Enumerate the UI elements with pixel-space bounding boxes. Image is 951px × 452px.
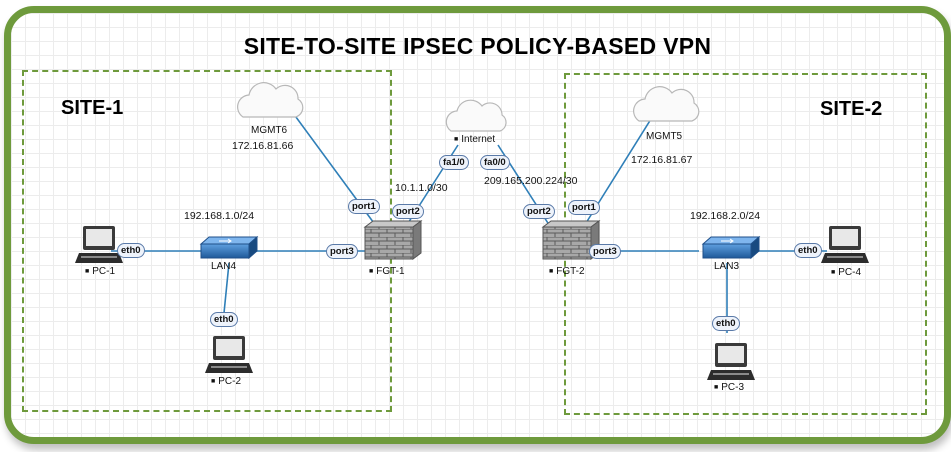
background-grid	[11, 13, 944, 437]
mgmt5-label: MGMT5	[646, 131, 683, 142]
mgmt6-ip: 172.16.81.66	[232, 140, 294, 152]
right-wan-subnet: 209.165.200.224/30	[484, 175, 578, 187]
pc4-eth0-port: eth0	[794, 243, 822, 258]
links	[111, 112, 827, 333]
fgt1-port2: port2	[392, 204, 424, 219]
cloud-icon	[633, 86, 700, 122]
fgt1-label: FGT-1	[369, 266, 404, 277]
pc-icon	[707, 343, 755, 380]
pc2-label: PC-2	[211, 376, 241, 387]
lan3-subnet: 192.168.2.0/24	[690, 210, 761, 222]
pc-icon	[75, 226, 123, 263]
site-2-label: SITE-2	[820, 98, 883, 120]
pc1-eth0-port: eth0	[117, 243, 145, 258]
pc1-label: PC-1	[85, 266, 115, 277]
pc3-eth0-port: eth0	[712, 316, 740, 331]
switch-icon	[701, 235, 761, 260]
pc4-label: PC-4	[831, 267, 861, 278]
switch-icon	[199, 235, 259, 260]
lan4-label: LAN4	[211, 261, 237, 272]
link-lan4-pc2	[223, 262, 230, 314]
left-wan-subnet: 10.1.1.0/30	[395, 182, 448, 194]
site-1-label: SITE-1	[61, 97, 124, 119]
fgt2-label: FGT-2	[549, 266, 584, 277]
diagram-title: SITE-TO-SITE IPSEC POLICY-BASED VPN	[243, 33, 712, 59]
pc3-label: PC-3	[714, 382, 744, 393]
mgmt6-label: MGMT6	[251, 125, 288, 136]
fgt2-port2: port2	[523, 204, 555, 219]
cloud-icon	[445, 99, 507, 132]
fgt1-port1: port1	[348, 199, 380, 214]
network-diagram	[75, 82, 869, 380]
fgt1-port3: port3	[326, 244, 358, 259]
internet-fa1-0-port: fa1/0	[439, 155, 469, 170]
diagram-frame: SITE-TO-SITE IPSEC POLICY-BASED VPN SITE…	[4, 6, 951, 444]
internet-label: Internet	[454, 134, 495, 145]
fgt2-port3: port3	[589, 244, 621, 259]
lan3-label: LAN3	[714, 261, 740, 272]
fgt2-port1: port1	[568, 200, 600, 215]
firewall-icon	[363, 220, 423, 260]
internet-fa0-0-port: fa0/0	[480, 155, 510, 170]
mgmt5-ip: 172.16.81.67	[631, 154, 693, 166]
lan4-subnet: 192.168.1.0/24	[184, 210, 255, 222]
pc-icon	[205, 336, 253, 373]
pc-icon	[821, 226, 869, 263]
cloud-icon	[237, 82, 304, 118]
pc2-eth0-port: eth0	[210, 312, 238, 327]
